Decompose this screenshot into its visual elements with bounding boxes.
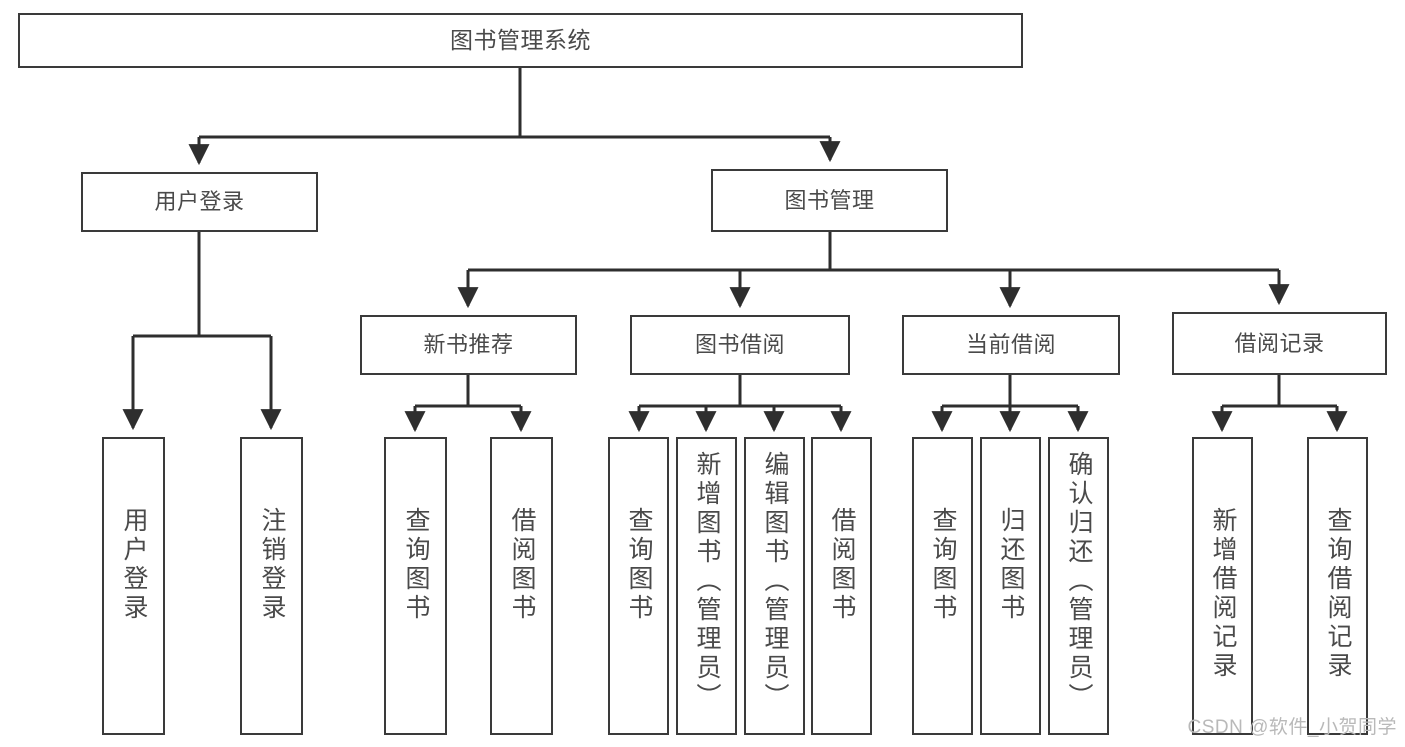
leaf-user-login-login[interactable]: 用户登录 (102, 437, 165, 735)
node-label: 查询图书 (625, 507, 653, 623)
leaf-user-login-logout[interactable]: 注销登录 (240, 437, 303, 735)
leaf-current-borrow-query-book[interactable]: 查询图书 (912, 437, 973, 735)
leaf-current-borrow-return-book[interactable]: 归还图书 (980, 437, 1041, 735)
node-label: 用户登录 (120, 507, 148, 623)
node-book-management[interactable]: 图书管理 (711, 169, 948, 232)
node-label: 借阅图书 (508, 507, 536, 623)
node-label: 新书推荐 (423, 332, 514, 358)
leaf-book-borrow-borrow-book[interactable]: 借阅图书 (811, 437, 872, 735)
node-borrow-record[interactable]: 借阅记录 (1172, 312, 1387, 375)
node-label: 确认归还（管理员） (1065, 451, 1093, 712)
node-label: 归还图书 (997, 507, 1025, 623)
leaf-book-borrow-edit-book-admin[interactable]: 编辑图书（管理员） (744, 437, 805, 735)
node-new-book-recommend[interactable]: 新书推荐 (360, 315, 577, 375)
leaf-new-book-query-book[interactable]: 查询图书 (384, 437, 447, 735)
node-label: 新增图书（管理员） (693, 451, 721, 712)
node-label: 图书管理 (784, 187, 875, 213)
node-label: 图书借阅 (694, 332, 785, 358)
node-label: 用户登录 (154, 189, 245, 215)
node-label: 查询借阅记录 (1324, 507, 1352, 681)
node-label: 编辑图书（管理员） (761, 451, 789, 712)
leaf-book-borrow-query-book[interactable]: 查询图书 (608, 437, 669, 735)
csdn-watermark: CSDN @软件_小贺同学 (1187, 717, 1397, 738)
node-user-login[interactable]: 用户登录 (81, 172, 318, 232)
leaf-book-borrow-add-book-admin[interactable]: 新增图书（管理员） (676, 437, 737, 735)
node-book-management-system[interactable]: 图书管理系统 (18, 13, 1023, 68)
leaf-borrow-record-query-record[interactable]: 查询借阅记录 (1307, 437, 1368, 735)
node-label: 图书管理系统 (450, 26, 591, 53)
node-current-borrow[interactable]: 当前借阅 (902, 315, 1120, 375)
node-label: 注销登录 (258, 507, 286, 623)
node-label: 查询图书 (402, 507, 430, 623)
node-label: 当前借阅 (965, 332, 1056, 358)
node-label: 查询图书 (929, 507, 957, 623)
node-label: 新增借阅记录 (1209, 507, 1237, 681)
leaf-current-borrow-confirm-return-admin[interactable]: 确认归还（管理员） (1048, 437, 1109, 735)
node-book-borrow[interactable]: 图书借阅 (630, 315, 850, 375)
node-label: 借阅记录 (1234, 330, 1325, 356)
leaf-borrow-record-add-record[interactable]: 新增借阅记录 (1192, 437, 1253, 735)
leaf-new-book-borrow-book[interactable]: 借阅图书 (490, 437, 553, 735)
node-label: 借阅图书 (828, 507, 856, 623)
